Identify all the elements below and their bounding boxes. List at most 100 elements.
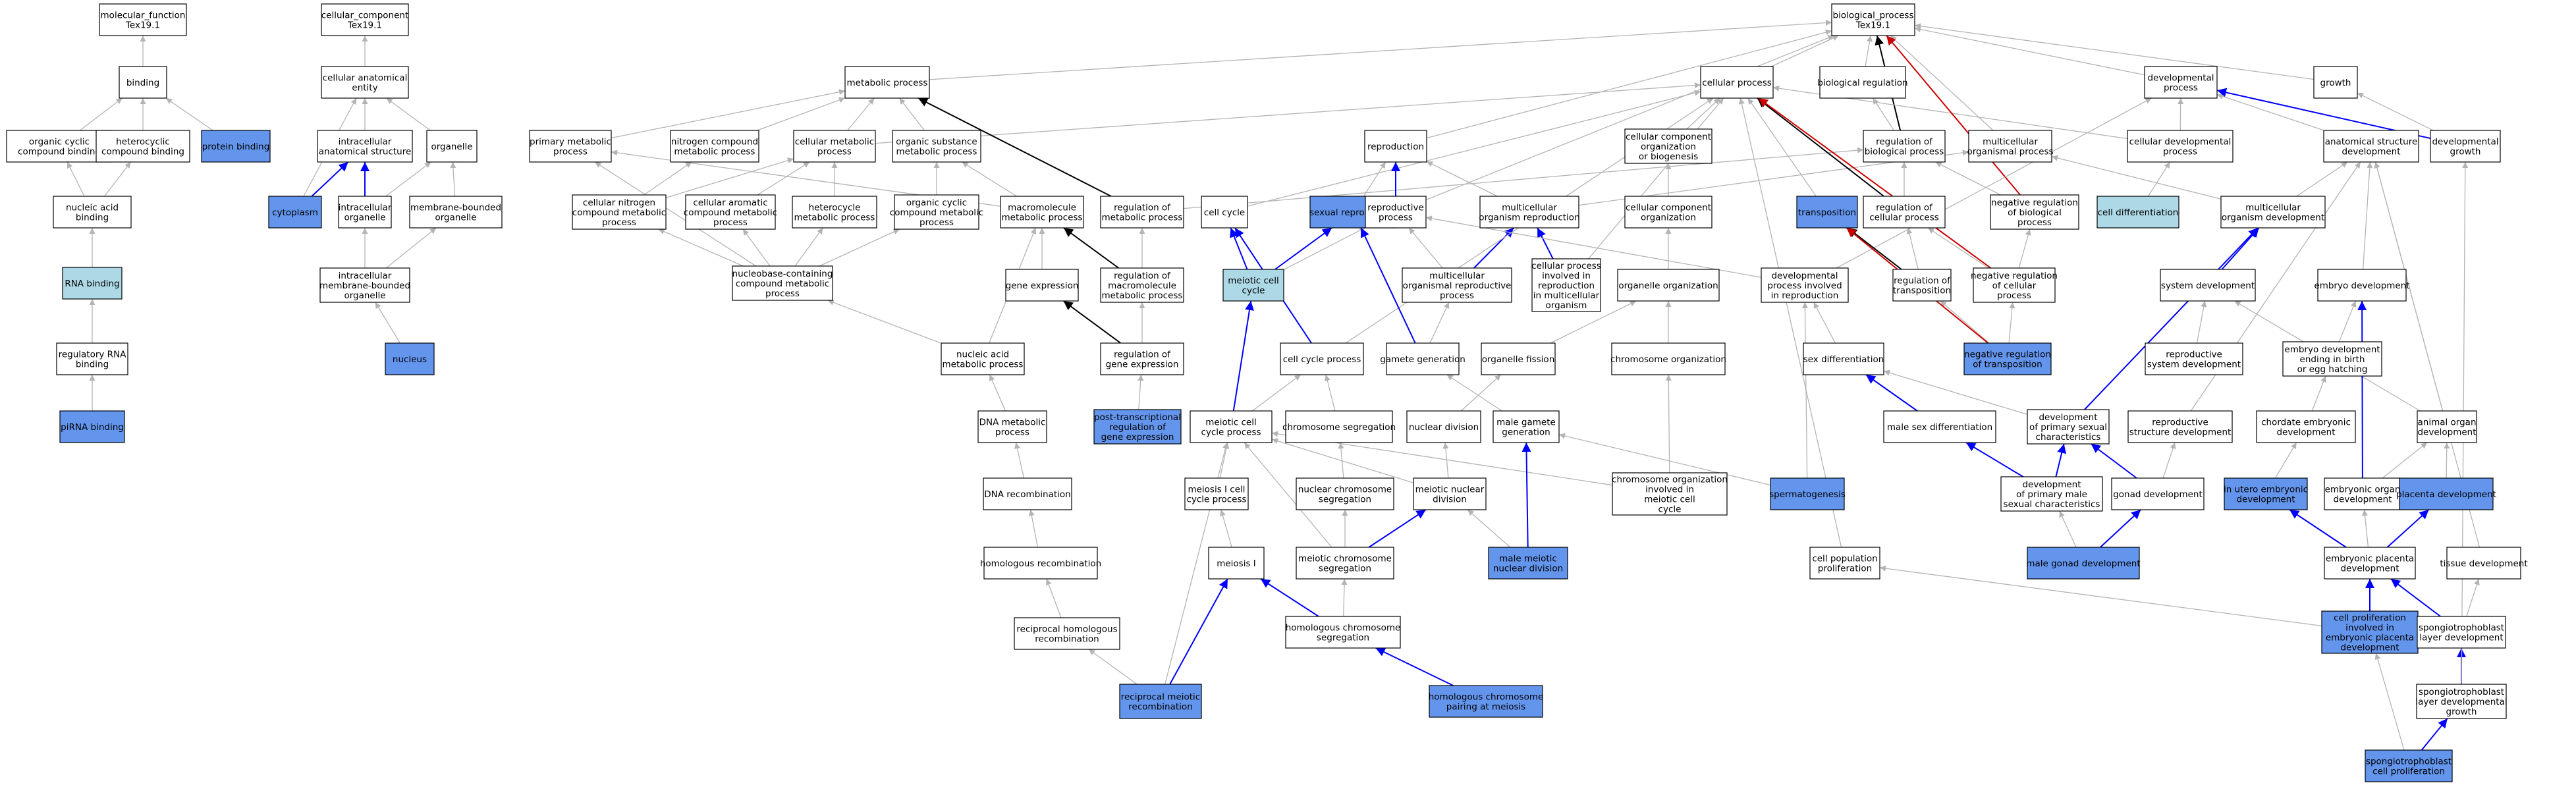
- node-label-line: embryonic placenta: [2326, 633, 2414, 643]
- node-box: [1100, 267, 1184, 303]
- node-box: [119, 66, 167, 99]
- node-box: [268, 196, 322, 229]
- node-label-line: chromosome organization: [1612, 475, 1728, 485]
- node-cellproc: cellular process: [1700, 66, 1774, 99]
- node-label-line: organization: [1641, 213, 1696, 223]
- node-label-line: DNA metabolic: [979, 418, 1046, 428]
- node-label-line: organelle: [344, 213, 385, 223]
- edge-asd-to-devproc: [2216, 94, 2324, 131]
- edge-iued-to-ced: [2274, 442, 2297, 479]
- node-label-line: DNA recombination: [984, 489, 1070, 500]
- node-placdev: placenta development: [2396, 477, 2496, 510]
- node-label-line: male gamete: [1496, 418, 1556, 428]
- edge-morgp-to-bp: [1890, 35, 1994, 131]
- node-label-line: growth: [2446, 707, 2477, 717]
- node-box: [844, 66, 930, 99]
- node-label-line: cytoplasm: [272, 207, 318, 218]
- node-label-line: transposition: [1893, 286, 1951, 296]
- edge-biolreg-to-bp: [1865, 35, 1873, 67]
- node-label-line: reciprocal homologous: [1016, 624, 1117, 635]
- node-label-line: metabolic process: [1002, 213, 1083, 223]
- edge-repro-to-bp: [1426, 29, 1832, 139]
- node-label-line: process: [553, 147, 588, 157]
- node-label-line: spongiotrophoblast: [2366, 757, 2452, 767]
- node-box: [6, 130, 113, 163]
- node-label-line: in utero embryonic: [2224, 485, 2308, 495]
- edge-rge-to-geneexp: [1063, 300, 1121, 344]
- edge-pmp-to-metab: [611, 89, 846, 139]
- node-box: [1402, 267, 1512, 303]
- node-box: [2160, 269, 2256, 302]
- node-label-line: process: [919, 217, 954, 228]
- node-label-line: intracellular: [339, 137, 392, 148]
- node-label-line: reproductive: [2152, 418, 2208, 428]
- node-label-line: negative regulation: [1964, 350, 2051, 360]
- node-spermgen: spermatogenesis: [1769, 477, 1846, 510]
- node-label-line: cell cycle process: [1283, 354, 1361, 365]
- edge-rhomrec-to-homrec: [1045, 578, 1062, 618]
- node-box: [426, 130, 478, 163]
- node-label-line: nucleic acid: [956, 350, 1009, 360]
- node-label-line: reproduction: [1538, 281, 1595, 291]
- edge-osmp-to-metab: [899, 97, 925, 131]
- edge-cmp-to-metab: [847, 97, 875, 131]
- node-box: [2096, 196, 2179, 229]
- node-label-line: developmental: [2432, 137, 2498, 148]
- node-box: [1892, 269, 1952, 302]
- edge-cpimr-to-cellproc: [1588, 97, 1724, 259]
- node-label-line: recombination: [1035, 634, 1099, 645]
- node-label-line: cycle process: [1201, 427, 1261, 438]
- edge-devgrowth-to-growth: [2357, 92, 2434, 131]
- node-cellcycle: cell cycle: [1201, 196, 1248, 229]
- node-box: [2282, 341, 2382, 377]
- node-label-line: metabolic process: [674, 147, 755, 157]
- node-nucdiv: nuclear division: [1406, 410, 1481, 443]
- node-label-line: homologous recombination: [980, 558, 1101, 569]
- node-label-line: of primary sexual: [2029, 422, 2107, 433]
- node-label-line: of cellular: [1992, 281, 2037, 291]
- node-label-line: structure development: [2129, 427, 2232, 438]
- node-label-line: gene expression: [1101, 432, 1174, 443]
- node-label-line: macromolecule: [1008, 203, 1076, 213]
- node-label-line: or biogenesis: [1639, 151, 1698, 162]
- node-label-line: gamete generation: [1380, 354, 1466, 365]
- node-box: [2321, 610, 2419, 654]
- node-box: [1770, 477, 1845, 510]
- edge-mor-to-repro: [1426, 161, 1498, 197]
- node-label-line: gene expression: [1006, 281, 1079, 291]
- node-label-line: or egg hatching: [2297, 364, 2368, 375]
- node-label-line: process: [765, 288, 800, 299]
- node-label-line: organic cyclic: [906, 198, 967, 208]
- edge-nbccmp-to-occmp: [819, 229, 900, 267]
- node-label-line: growth: [2320, 78, 2351, 88]
- node-label-line: RNA binding: [65, 279, 119, 289]
- node-nucleus: nucleus: [385, 342, 435, 375]
- node-label-line: homologous chromosome: [1286, 623, 1401, 634]
- node-box: [1201, 196, 1248, 229]
- edge-cncmp-to-ncmp: [644, 161, 692, 196]
- node-label-line: organism: [1546, 300, 1587, 311]
- node-box: [1863, 130, 1946, 163]
- node-box: [1803, 342, 1884, 375]
- node-box: [792, 196, 877, 229]
- node-label-line: nuclear division: [1409, 422, 1479, 433]
- edge-epd-to-placdev: [2386, 509, 2430, 548]
